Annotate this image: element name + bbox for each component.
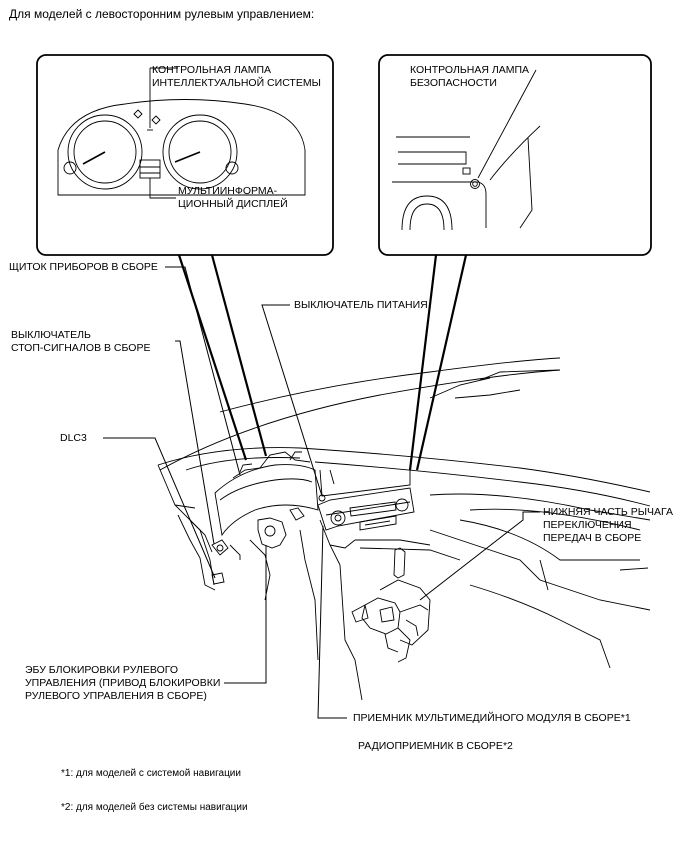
label-security-lamp: КОНТРОЛЬНАЯ ЛАМПА БЕЗОПАСНОСТИ bbox=[410, 64, 530, 89]
label-power-switch: ВЫКЛЮЧАТЕЛЬ ПИТАНИЯ bbox=[294, 299, 428, 311]
page-heading: Для моделей с левосторонним рулевым упра… bbox=[9, 7, 315, 21]
label-stop-switch: ВЫКЛЮЧАТЕЛЬ СТОП-СИГНАЛОВ В СБОРЕ bbox=[11, 329, 151, 354]
callout-lines bbox=[177, 254, 468, 471]
cluster-inset-frame bbox=[36, 54, 334, 256]
label-steering-ecu: ЭБУ БЛОКИРОВКИ РУЛЕВОГО УПРАВЛЕНИЯ (ПРИВ… bbox=[25, 664, 221, 702]
security-inset-drawing bbox=[392, 69, 541, 231]
cluster-inset-drawing bbox=[57, 67, 306, 199]
label-multimedia: ПРИЕМНИК МУЛЬТИМЕДИЙНОГО МОДУЛЯ В СБОРЕ*… bbox=[353, 712, 631, 724]
label-cluster: ЩИТОК ПРИБОРОВ В СБОРЕ bbox=[9, 261, 158, 273]
label-radio: РАДИОПРИЕМНИК В СБОРЕ*2 bbox=[358, 740, 513, 752]
label-multi-display: МУЛЬТИИНФОРМА- ЦИОННЫЙ ДИСПЛЕЙ bbox=[178, 185, 288, 210]
label-intelligent-lamp: КОНТРОЛЬНАЯ ЛАМПА ИНТЕЛЛЕКТУАЛЬНОЙ СИСТЕ… bbox=[152, 64, 321, 89]
security-inset-frame bbox=[378, 54, 652, 256]
dashboard-drawing bbox=[157, 357, 651, 701]
footnote-2: *2: для моделей без системы навигации bbox=[61, 802, 248, 813]
footnote-1: *1: для моделей с системой навигации bbox=[61, 768, 241, 779]
leader-lines bbox=[103, 266, 540, 719]
label-dlc3: DLC3 bbox=[60, 432, 87, 444]
label-shift-lever: НИЖНЯЯ ЧАСТЬ РЫЧАГА ПЕРЕКЛЮЧЕНИЯ ПЕРЕДАЧ… bbox=[543, 506, 674, 544]
